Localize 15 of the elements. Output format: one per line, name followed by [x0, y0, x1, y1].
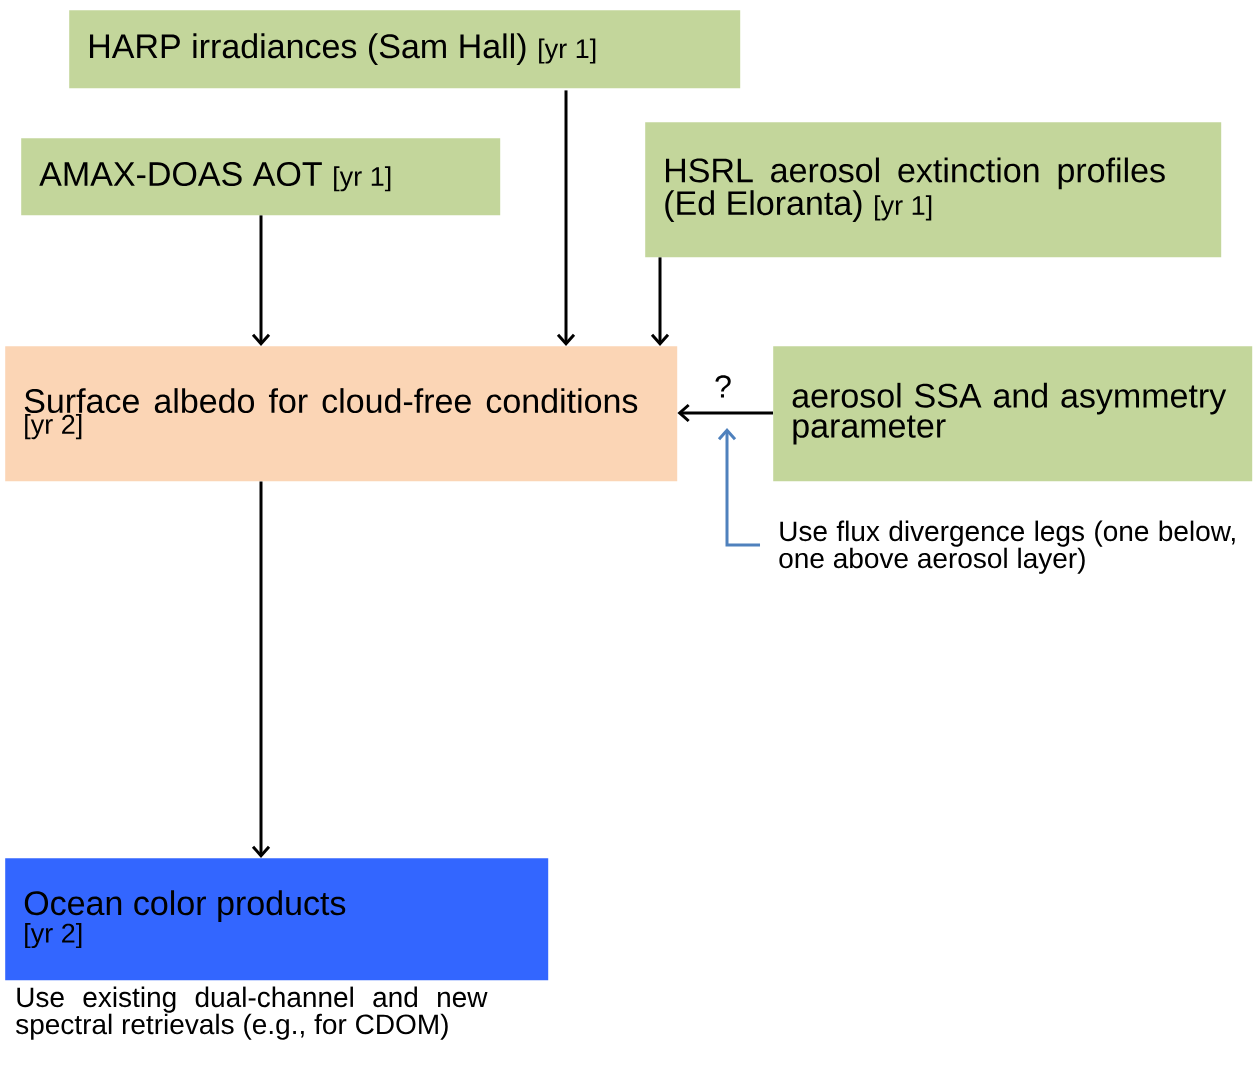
- note-text: Use flux divergence legs (one below, one above aerosol layer): [779, 520, 1235, 574]
- input-box: AMAX-DOAS AOT [yr 1]: [21, 138, 501, 216]
- process-box: Surface albedo for cloud-free conditions [yr 2]: [5, 346, 678, 482]
- arrow: [556, 333, 576, 346]
- note-text: Use existing dual-channel and new spectral retrievals (e.g., for CDOM): [16, 986, 488, 1040]
- input-box: aerosol SSA and asymmetry parameter: [773, 346, 1253, 482]
- arrow: [650, 257, 670, 346]
- edge-label: ?: [712, 373, 734, 400]
- arrow: [251, 481, 271, 858]
- input-box: HSRL aerosol extinction profiles (Ed Eloranta) [yr 1]: [645, 122, 1222, 258]
- arrow: [677, 403, 773, 423]
- output-box: Ocean color products [yr 2]: [5, 858, 549, 981]
- input-box: HARP irradiances (Sam Hall) [yr 1]: [69, 10, 741, 89]
- arrow: [717, 428, 760, 547]
- arrow: [251, 215, 271, 346]
